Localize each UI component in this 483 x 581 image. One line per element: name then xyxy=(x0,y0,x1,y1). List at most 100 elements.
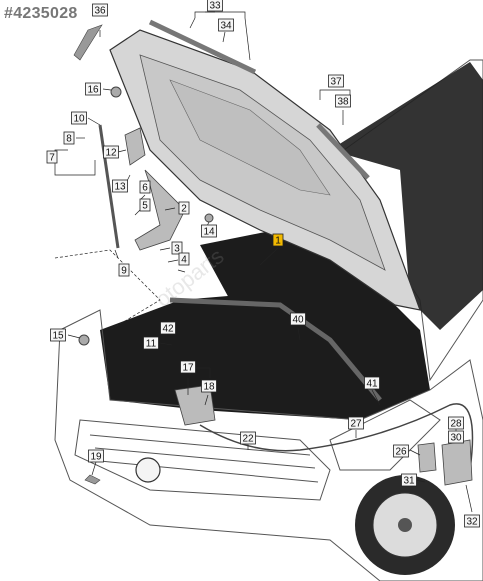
callout-label: 16 xyxy=(87,85,99,96)
callout-11: 11 xyxy=(143,336,159,350)
callout-label: 11 xyxy=(146,339,157,350)
front-body xyxy=(54,309,483,581)
callout-16: 16 xyxy=(85,82,101,96)
callout-label: 30 xyxy=(450,433,462,444)
callout-box xyxy=(160,321,176,335)
callout-box xyxy=(71,111,87,125)
bolt-19 xyxy=(84,474,101,485)
callout-box xyxy=(139,180,151,194)
callout-label: 36 xyxy=(94,6,106,17)
windshield xyxy=(330,62,483,330)
callout-36: 36 xyxy=(92,3,108,17)
callout-7: 7 xyxy=(46,150,58,164)
grille xyxy=(74,419,331,501)
callout-box xyxy=(328,74,344,88)
callout-label: 32 xyxy=(466,517,478,528)
callout-label: 17 xyxy=(182,363,194,374)
callout-box xyxy=(335,94,351,108)
callout-40: 40 xyxy=(290,312,306,326)
engine-bay-rear xyxy=(200,225,410,305)
callout-31: 31 xyxy=(401,473,417,487)
callout-4: 4 xyxy=(178,252,190,266)
callout-box xyxy=(88,449,104,463)
engine-bay xyxy=(100,290,430,420)
callout-label: 40 xyxy=(292,315,304,326)
callout-41: 41 xyxy=(364,376,380,390)
callout-1: 1 xyxy=(272,233,284,247)
callout-33: 33 xyxy=(207,0,223,12)
strip-37 xyxy=(316,123,370,180)
callout-27: 27 xyxy=(348,416,364,430)
callout-label: 3 xyxy=(174,244,180,255)
callout-box xyxy=(118,263,130,277)
callout-box xyxy=(112,179,128,193)
callout-label: 15 xyxy=(52,331,64,342)
callout-box xyxy=(46,150,58,164)
callout-label: 5 xyxy=(142,201,148,212)
gas-strut-7 xyxy=(98,124,120,249)
callout-box xyxy=(448,416,464,430)
emblem xyxy=(135,457,161,483)
callout-label: 22 xyxy=(242,434,254,445)
callout-10: 10 xyxy=(71,111,87,125)
release-handle-30 xyxy=(441,439,473,486)
lock-18 xyxy=(174,384,216,426)
callout-28: 28 xyxy=(448,416,464,430)
part-36 xyxy=(73,24,103,61)
callout-box xyxy=(401,473,417,487)
bracket-12 xyxy=(124,127,146,166)
callout-label: 8 xyxy=(66,134,72,145)
callout-box xyxy=(207,0,223,12)
callout-label: 26 xyxy=(395,447,407,458)
callout-8: 8 xyxy=(63,131,75,145)
callout-5: 5 xyxy=(139,198,151,212)
callout-19: 19 xyxy=(88,449,104,463)
callout-box xyxy=(103,145,119,159)
callout-37: 37 xyxy=(328,74,344,88)
callout-box xyxy=(180,360,196,374)
callout-box xyxy=(364,376,380,390)
callout-6: 6 xyxy=(139,180,151,194)
callout-box xyxy=(393,444,409,458)
callout-label: 12 xyxy=(105,148,117,159)
callout-label: 28 xyxy=(450,419,462,430)
callout-box xyxy=(290,312,306,326)
callout-38: 38 xyxy=(335,94,351,108)
callout-box xyxy=(50,328,66,342)
part-16 xyxy=(110,86,122,98)
callout-label: 4 xyxy=(181,255,187,266)
callout-box xyxy=(218,18,234,32)
callout-box xyxy=(139,198,151,212)
callout-42: 42 xyxy=(160,321,176,335)
callout-box xyxy=(201,379,217,393)
callout-label: 2 xyxy=(181,204,187,215)
callout-label: 34 xyxy=(220,21,232,32)
callout-30: 30 xyxy=(448,430,464,444)
callout-label: 42 xyxy=(162,324,174,335)
callout-box xyxy=(92,3,108,17)
callout-label: 19 xyxy=(90,452,102,463)
callout-34: 34 xyxy=(218,18,234,32)
callout-box xyxy=(63,131,75,145)
callout-13: 13 xyxy=(112,179,128,193)
callout-box xyxy=(171,241,183,255)
callout-3: 3 xyxy=(171,241,183,255)
callout-15: 15 xyxy=(50,328,66,342)
callout-18: 18 xyxy=(201,379,217,393)
callout-label: 7 xyxy=(49,153,55,164)
callout-box xyxy=(240,431,256,445)
callout-label: 27 xyxy=(350,419,362,430)
bracket-26 xyxy=(417,442,437,473)
callout-32: 32 xyxy=(464,514,480,528)
callout-label: 18 xyxy=(203,382,215,393)
callout-label: 31 xyxy=(403,476,415,487)
callout-26: 26 xyxy=(393,444,409,458)
callout-box xyxy=(201,224,217,238)
callout-box xyxy=(178,252,190,266)
callout-label: 41 xyxy=(366,379,378,390)
callout-label: 37 xyxy=(330,77,342,88)
part-14 xyxy=(204,213,214,223)
callout-box xyxy=(85,82,101,96)
